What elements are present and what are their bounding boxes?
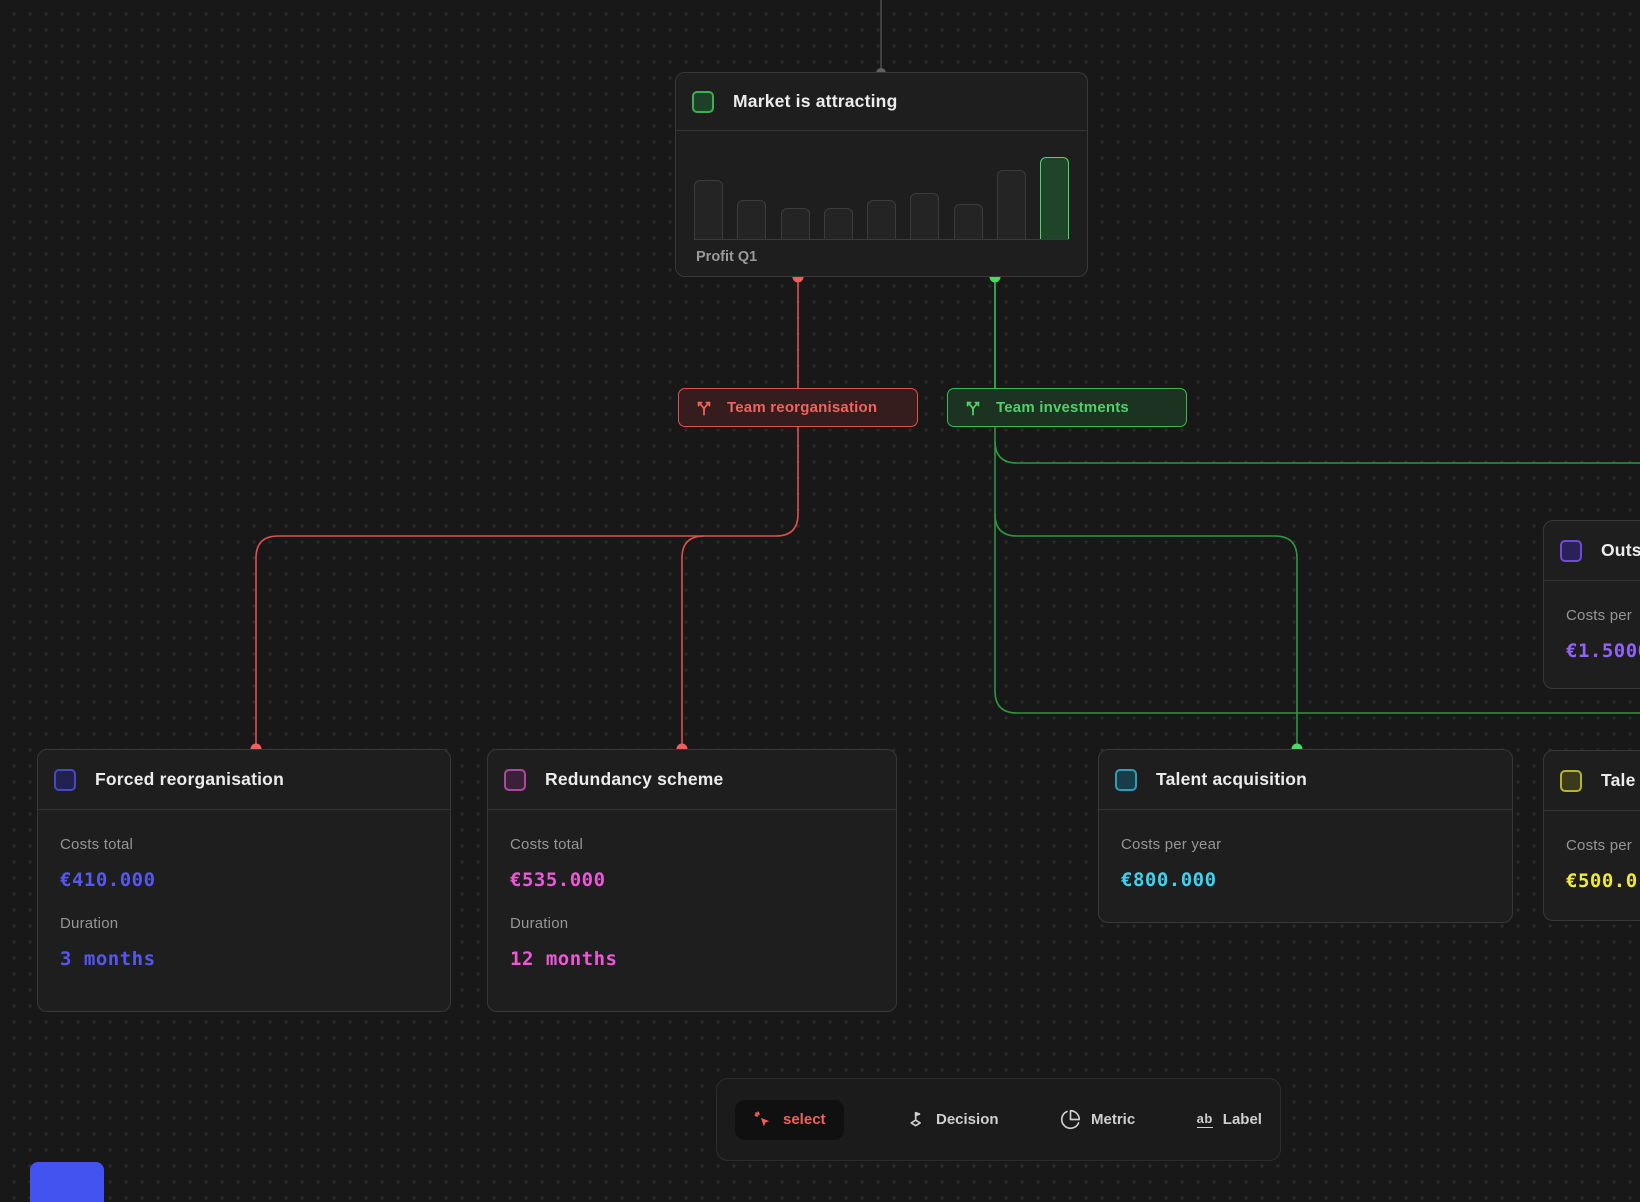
label-tool-button[interactable]: ab Label (1196, 1110, 1262, 1128)
option-color-chip-icon[interactable] (1560, 539, 1582, 562)
field-value: €800.000 (1121, 869, 1217, 891)
field-value: 3 months (60, 948, 156, 970)
node-header: Outs (1544, 521, 1640, 581)
node-redundancy-scheme[interactable]: Redundancy scheme Costs total €535.000 D… (487, 749, 897, 1012)
field-value: €1.5000 (1566, 640, 1640, 662)
tool-palette: select Decision Metric ab Label (716, 1078, 1281, 1161)
field-label: Costs total (510, 836, 584, 853)
node-outsourcing-partial[interactable]: Outs Costs per €1.5000 (1543, 520, 1640, 689)
field-value: €500.0 (1566, 870, 1638, 892)
node-field: Duration 12 months (510, 915, 874, 970)
chart-caption: Profit Q1 (696, 249, 758, 265)
option-color-chip-icon[interactable] (1115, 768, 1137, 791)
mini-bar-chart (694, 130, 1069, 240)
field-value: 12 months (510, 948, 618, 970)
node-field: Costs total €410.000 (60, 836, 428, 891)
smart-cursor-icon (754, 1111, 770, 1126)
chart-bar (780, 208, 810, 239)
edge-green-to-right-top (994, 440, 1640, 464)
field-label: Duration (60, 915, 119, 932)
chart-bar (737, 200, 767, 239)
select-tool-button[interactable]: select (735, 1099, 844, 1140)
tool-label: Label (1222, 1111, 1262, 1128)
decision-tool-button[interactable]: Decision (905, 1109, 999, 1130)
field-label: Costs per (1566, 607, 1632, 624)
chart-bar (867, 200, 896, 239)
node-title: Talent acquisition (1156, 769, 1308, 789)
option-color-chip-icon[interactable] (1560, 769, 1582, 792)
node-header: Market is attracting (676, 73, 1087, 131)
chart-bar (694, 180, 723, 239)
node-header: Redundancy scheme (488, 750, 896, 810)
decision-label: Team investments (996, 399, 1129, 416)
field-label: Costs per year (1121, 836, 1222, 853)
branch-split-icon (697, 401, 711, 416)
node-title: Outs (1601, 540, 1640, 560)
node-field: Costs total €535.000 (510, 836, 874, 891)
chart-bar (953, 204, 983, 239)
option-color-chip-icon[interactable] (54, 768, 76, 791)
node-title: Market is attracting (733, 91, 898, 111)
decision-flag-icon (910, 1111, 921, 1127)
node-field: Costs per year €800.000 (1121, 836, 1490, 891)
branch-split-icon (966, 401, 980, 416)
label-ab-icon: ab (1196, 1110, 1213, 1128)
metric-color-chip-icon[interactable] (692, 90, 714, 113)
field-label: Costs total (60, 836, 134, 853)
node-talent-acquisition[interactable]: Talent acquisition Costs per year €800.0… (1098, 749, 1513, 923)
node-header: Forced reorganisation (38, 750, 450, 810)
bottom-left-panel[interactable] (30, 1162, 104, 1202)
chart-bar (823, 208, 853, 239)
node-header: Talent acquisition (1099, 750, 1512, 810)
metric-tool-button[interactable]: Metric (1060, 1109, 1135, 1130)
tool-label: select (783, 1111, 826, 1128)
field-value: €535.000 (510, 869, 606, 891)
node-field: Costs per €500.0 (1566, 837, 1640, 892)
node-header: Tale (1544, 751, 1640, 811)
field-value: €410.000 (60, 869, 156, 891)
node-field: Costs per €1.5000 (1566, 607, 1640, 662)
chart-bar-highlighted (1040, 157, 1069, 239)
decision-label: Team reorganisation (727, 399, 878, 416)
node-title: Forced reorganisation (95, 769, 284, 789)
edge-red-to-redundancy (681, 535, 705, 749)
field-label: Costs per (1566, 837, 1632, 854)
decision-team-reorganisation[interactable]: Team reorganisation (678, 388, 918, 427)
option-color-chip-icon[interactable] (504, 768, 526, 791)
node-forced-reorganisation[interactable]: Forced reorganisation Costs total €410.0… (37, 749, 451, 1012)
chart-bar (996, 170, 1026, 239)
node-title: Tale (1601, 770, 1636, 790)
pie-chart-icon (1060, 1109, 1081, 1130)
tool-label: Decision (936, 1111, 999, 1128)
chart-bar (910, 193, 940, 239)
tool-label: Metric (1090, 1111, 1136, 1128)
node-market-is-attracting[interactable]: Market is attracting Profit Q1 (675, 72, 1088, 277)
edge-red-to-forced (255, 427, 799, 749)
edge-green-to-talent (994, 513, 1298, 749)
edge-green-to-right-bottom (994, 427, 1640, 714)
field-label: Duration (510, 915, 569, 932)
node-talent-partial[interactable]: Tale Costs per €500.0 (1543, 750, 1640, 921)
node-field: Duration 3 months (60, 915, 428, 970)
node-title: Redundancy scheme (545, 769, 724, 789)
decision-team-investments[interactable]: Team investments (947, 388, 1187, 427)
